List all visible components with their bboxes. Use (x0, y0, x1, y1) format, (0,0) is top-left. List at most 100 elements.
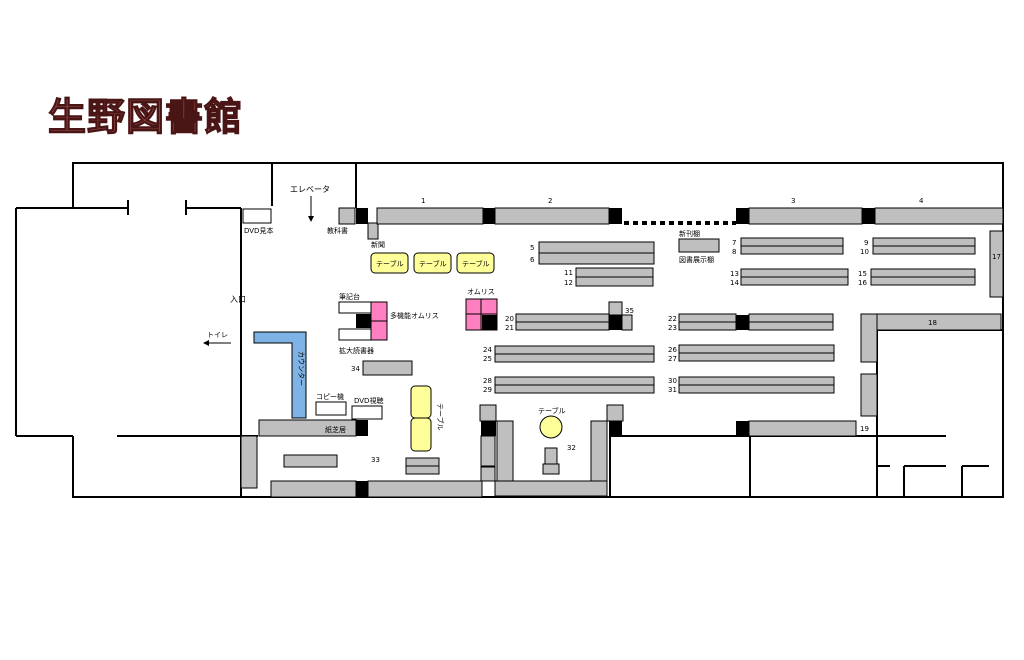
shelf-child-5 (590, 420, 608, 482)
shelf-22b (748, 313, 834, 323)
shelf-8 (740, 245, 844, 255)
shelf-bottom-table (283, 454, 338, 468)
table-3-label: テーブル (462, 259, 490, 268)
shelf-34-label: 34 (351, 365, 360, 373)
shelf-24-label: 24 (483, 346, 492, 354)
shelf-child-2 (480, 435, 496, 467)
shelf-31 (678, 384, 835, 394)
shelf-23-label: 23 (668, 324, 677, 332)
shelf-32 (544, 447, 558, 467)
shelf-30-label: 30 (668, 377, 677, 385)
pillar (609, 208, 622, 224)
multi-opac-label: 多機能オムリス (390, 311, 439, 320)
table-2-label: テーブル (419, 259, 447, 268)
shelf-22-label: 22 (668, 315, 677, 323)
shelf-4-label: 4 (919, 197, 924, 205)
shelf-19-label: 19 (860, 425, 869, 433)
shelf-35 (608, 301, 623, 316)
dvd-viewing-label: DVD視聴 (354, 396, 383, 405)
shelf-bottom-2 (367, 480, 483, 498)
shelf-textbook (338, 207, 356, 225)
pillar (356, 314, 371, 328)
shelf-10 (872, 245, 976, 255)
shelf-2 (494, 207, 610, 225)
pillar (862, 208, 875, 224)
shelf-bottom-left (240, 435, 258, 489)
shelf-12 (575, 276, 654, 287)
pillar (609, 315, 622, 330)
shelf-20 (515, 313, 610, 323)
shelf-child (479, 404, 497, 422)
shelf-13 (740, 268, 849, 278)
table-vertical-bottom (410, 417, 432, 452)
newspaper-table-1 (370, 252, 409, 274)
copier (315, 401, 347, 416)
shelf-2-label: 2 (548, 197, 552, 205)
book-display-shelf (678, 238, 720, 253)
shelf-25-label: 25 (483, 355, 492, 363)
shelf-27-label: 27 (668, 355, 677, 363)
newspapers-label: 新聞 (371, 240, 385, 249)
shelf-32-label: 32 (567, 444, 576, 452)
shelf-35b (621, 314, 633, 331)
shelf-23 (678, 321, 737, 331)
dvd-viewing-booth (351, 405, 383, 420)
shelf-33-label: 33 (371, 456, 380, 464)
new-magazine-label: 新刊棚 (679, 229, 700, 238)
shelf-14 (740, 276, 849, 286)
pillar (481, 421, 496, 436)
shelf-9 (872, 237, 976, 247)
newspaper-table-2 (413, 252, 452, 274)
table-vertical-top (410, 385, 432, 419)
shelf-textbook-small (367, 222, 379, 240)
toilet-label: トイレ (207, 331, 228, 339)
shelf-14-label: 14 (730, 279, 739, 287)
shelf-25 (494, 353, 655, 363)
toilet-arrow-icon (203, 340, 209, 346)
dvd-preview-label: DVD見本 (244, 226, 273, 235)
vertical-table-label: テーブル (436, 403, 445, 431)
copier-label: コピー機 (316, 392, 344, 401)
building-walls (15, 162, 1004, 498)
pillar (736, 421, 749, 436)
shelf-22 (678, 313, 737, 323)
shelf-21-label: 21 (505, 324, 514, 332)
book-display-label: 図書展示棚 (679, 255, 714, 264)
shelf-29 (494, 384, 655, 394)
shelf-5 (538, 241, 655, 254)
shelf-11-label: 11 (564, 269, 573, 277)
shelf-19 (748, 420, 857, 437)
opac-label: オムリス (467, 288, 495, 296)
shelf-11 (575, 267, 654, 278)
shelf-7-label: 7 (732, 239, 736, 247)
shelf-34 (362, 360, 413, 376)
elevator-label: エレベータ (290, 185, 330, 194)
shelf-side-19 (860, 373, 878, 417)
shelf-child-4 (496, 420, 514, 482)
shelf-3 (748, 207, 863, 225)
shelf-31-label: 31 (668, 386, 677, 394)
newspaper-table-3 (456, 252, 495, 274)
shelf-28 (494, 376, 655, 386)
shelf-1-label: 1 (421, 197, 425, 205)
shelf-16 (870, 276, 976, 286)
shelf-12-label: 12 (564, 279, 573, 287)
shelf-13-label: 13 (730, 270, 739, 278)
shelf-4 (874, 207, 1004, 225)
pillar (736, 315, 749, 330)
magnifier-device (338, 328, 372, 341)
shelf-21 (515, 321, 610, 331)
shelf-26 (678, 344, 835, 354)
pillar (356, 208, 368, 224)
pillar (609, 421, 622, 436)
textbooks-label: 教科書 (327, 226, 348, 235)
shelf-15-label: 15 (858, 270, 867, 278)
shelf-18 (876, 313, 1002, 331)
shelf-child-bottom (494, 480, 608, 497)
shelf-1 (376, 207, 484, 225)
shelf-32-base (542, 463, 560, 475)
shelf-27 (678, 352, 835, 362)
shelf-child-6 (606, 404, 624, 422)
entrance-label: 入口 (230, 295, 246, 304)
shelf-28-label: 28 (483, 377, 492, 385)
